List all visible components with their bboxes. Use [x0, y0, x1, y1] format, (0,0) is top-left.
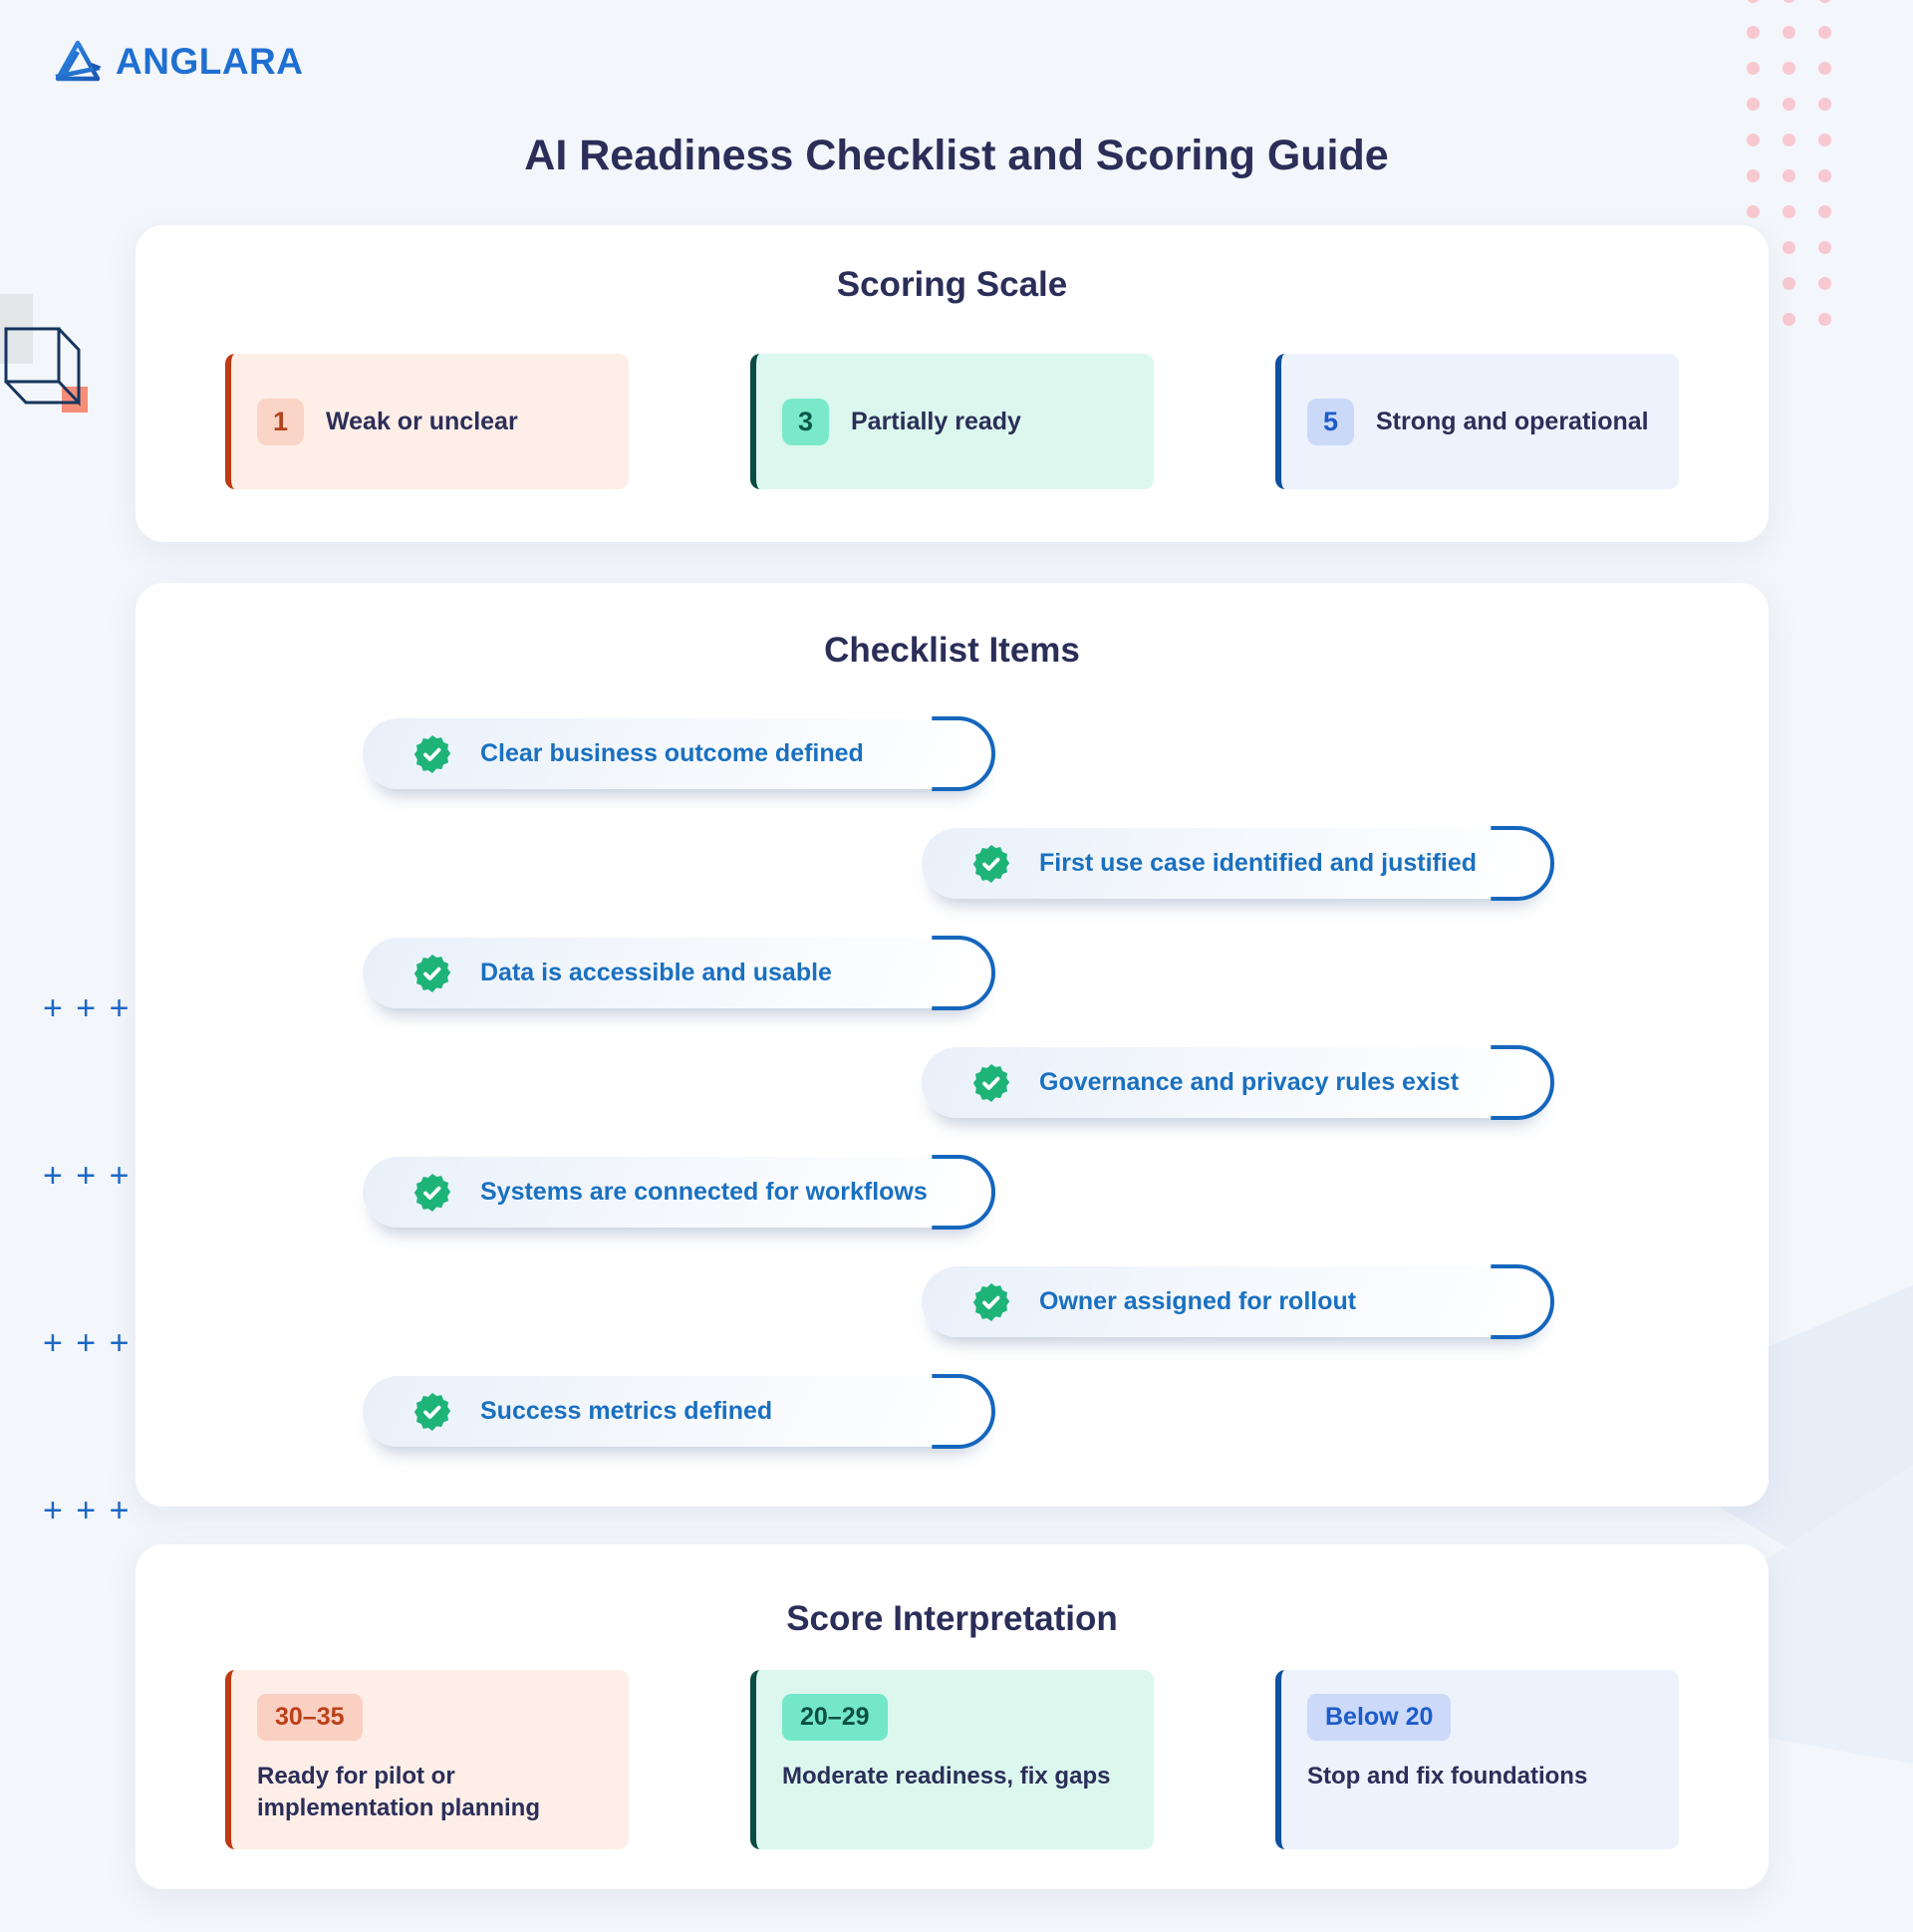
score-interpretation-title: Score Interpretation [786, 1599, 1118, 1638]
check-seal-icon [972, 1063, 1010, 1102]
checklist-item-label: Success metrics defined [480, 1397, 773, 1425]
checklist-item: Success metrics defined [363, 1376, 993, 1447]
scoring-scale-title: Scoring Scale [836, 265, 1068, 304]
interp-description: Ready for pilot or implementation planni… [257, 1763, 541, 1822]
page-title: AI Readiness Checklist and Scoring Guide [524, 132, 1389, 179]
scale-card-weak: 1 Weak or unclear [225, 354, 629, 489]
checklist-item: Data is accessible and usable [363, 938, 993, 1008]
checklist-item: Clear business outcome defined [363, 718, 993, 789]
interp-description: Stop and fix foundations [1307, 1763, 1588, 1790]
logo-text: ANGLARA [116, 41, 304, 82]
checklist-section: Checklist Items Clear business outcome d… [136, 583, 1769, 1507]
score-badge: 3 [782, 398, 829, 445]
interp-description: Moderate readiness, fix gaps [782, 1763, 1111, 1790]
scale-label: Partially ready [851, 407, 1021, 435]
score-interpretation-row: 30–35 Ready for pilot or implementation … [225, 1670, 1679, 1849]
checklist-item-label: First use case identified and justified [1039, 849, 1477, 877]
check-seal-icon [413, 1173, 451, 1212]
dots-pattern [1747, 0, 1854, 349]
scale-card-partial: 3 Partially ready [750, 354, 1154, 489]
range-badge: 30–35 [257, 1694, 363, 1741]
checklist-item: First use case identified and justified [922, 828, 1552, 899]
anglara-triangle-arrow-icon [55, 40, 102, 82]
checklist-item-label: Data is accessible and usable [480, 959, 832, 986]
interp-card-20-29: 20–29 Moderate readiness, fix gaps [750, 1670, 1154, 1849]
range-badge: 20–29 [782, 1694, 888, 1741]
range-badge: Below 20 [1307, 1694, 1452, 1741]
check-seal-icon [413, 954, 451, 992]
checklist-item: Governance and privacy rules exist [922, 1047, 1552, 1118]
check-seal-icon [972, 844, 1010, 883]
checklist-item-label: Systems are connected for workflows [480, 1178, 928, 1206]
checklist-item-label: Owner assigned for rollout [1039, 1287, 1357, 1315]
score-badge: 5 [1307, 398, 1354, 445]
logo: ANGLARA [52, 38, 303, 86]
interp-card-30-35: 30–35 Ready for pilot or implementation … [225, 1670, 629, 1849]
check-seal-icon [413, 1392, 451, 1431]
scoring-scale-row: 1 Weak or unclear 3 Partially ready 5 St… [225, 354, 1679, 489]
scale-label: Weak or unclear [326, 407, 518, 435]
check-seal-icon [413, 734, 451, 773]
score-badge: 1 [257, 398, 304, 445]
score-interpretation-section: Score Interpretation 30–35 Ready for pil… [136, 1544, 1769, 1889]
interp-card-below-20: Below 20 Stop and fix foundations [1275, 1670, 1679, 1849]
checklist-item: Owner assigned for rollout [922, 1266, 1552, 1337]
checklist-item-label: Governance and privacy rules exist [1039, 1068, 1460, 1096]
checklist-item-label: Clear business outcome defined [480, 739, 864, 767]
cube-icon [0, 294, 88, 413]
check-seal-icon [972, 1282, 1010, 1321]
scale-card-strong: 5 Strong and operational [1275, 354, 1679, 489]
plus-pattern: + + + + + + + + + + + + [43, 989, 132, 1529]
checklist-item: Systems are connected for workflows [363, 1157, 993, 1228]
checklist-title: Checklist Items [824, 631, 1080, 670]
scale-label: Strong and operational [1376, 407, 1649, 435]
scoring-scale-section: Scoring Scale 1 Weak or unclear 3 Partia… [136, 225, 1769, 542]
